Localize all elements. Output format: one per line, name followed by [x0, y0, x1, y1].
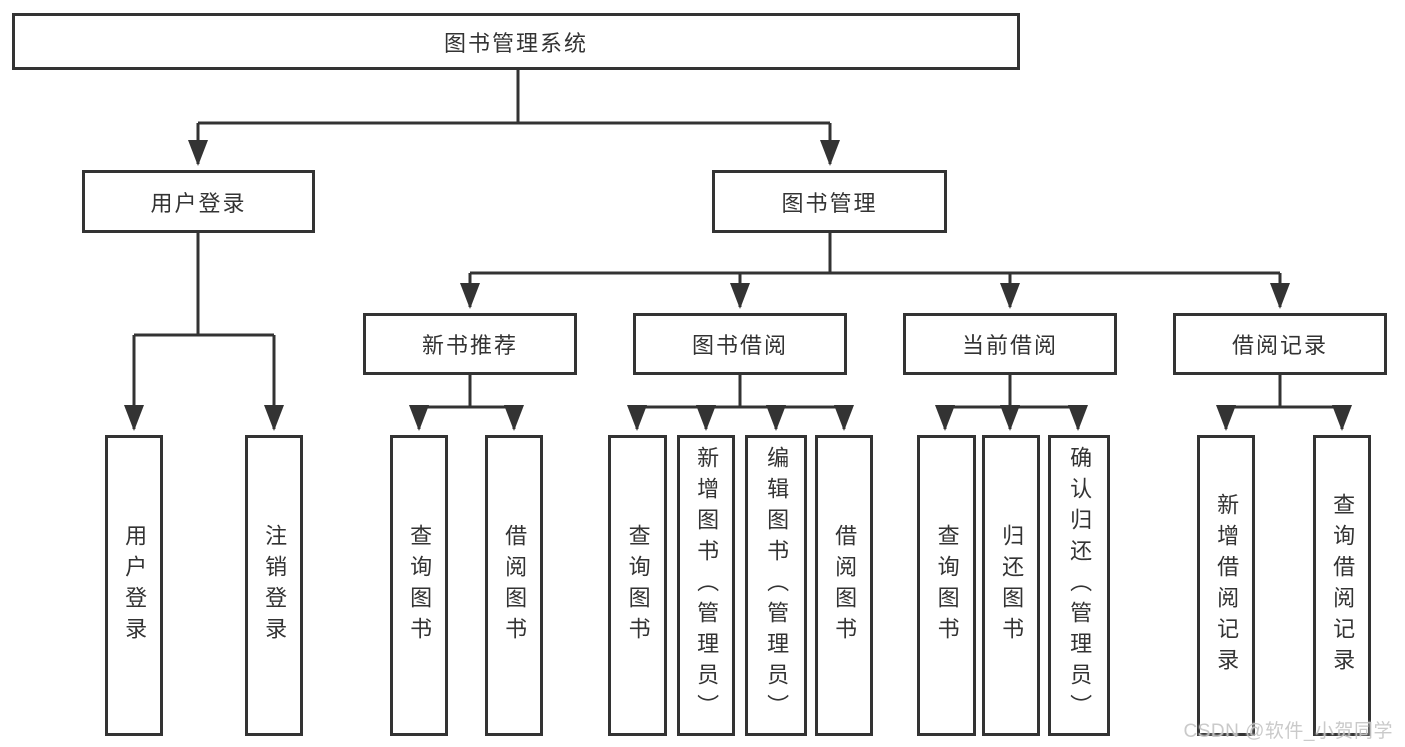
node-borrow-records: 借阅记录: [1173, 313, 1387, 375]
leaf-current-query: 查询图书: [917, 435, 976, 736]
leaf-logout: 注销登录: [245, 435, 303, 736]
csdn-watermark: CSDN @软件_小贺同学: [1183, 721, 1393, 742]
node-book-management: 图书管理: [712, 170, 947, 233]
leaf-borrow-edit-admin: 编辑图书（管理员）: [745, 435, 807, 736]
leaf-newbook-borrow: 借阅图书: [485, 435, 543, 736]
connector-book-borrow: [627, 375, 854, 431]
leaf-borrow-borrow: 借阅图书: [815, 435, 873, 736]
node-current-borrow: 当前借阅: [903, 313, 1117, 375]
leaf-current-confirm-admin: 确认归还（管理员）: [1048, 435, 1110, 736]
leaf-user-login: 用户登录: [105, 435, 163, 736]
node-root: 图书管理系统: [12, 13, 1020, 70]
connector-new-book-recommend: [409, 375, 524, 431]
leaf-borrow-query: 查询图书: [608, 435, 667, 736]
connector-root: [188, 70, 840, 166]
node-book-borrow: 图书借阅: [633, 313, 847, 375]
node-user-login: 用户登录: [82, 170, 315, 233]
leaf-records-add: 新增借阅记录: [1197, 435, 1255, 736]
leaf-borrow-add-admin: 新增图书（管理员）: [677, 435, 735, 736]
connector-current-borrow: [935, 375, 1088, 431]
connector-user-login: [124, 233, 284, 431]
leaf-current-return: 归还图书: [982, 435, 1040, 736]
leaf-records-query: 查询借阅记录: [1313, 435, 1371, 736]
leaf-newbook-query: 查询图书: [390, 435, 448, 736]
connector-book-management: [460, 233, 1290, 309]
node-new-book-recommend: 新书推荐: [363, 313, 577, 375]
connector-borrow-records: [1216, 375, 1352, 431]
